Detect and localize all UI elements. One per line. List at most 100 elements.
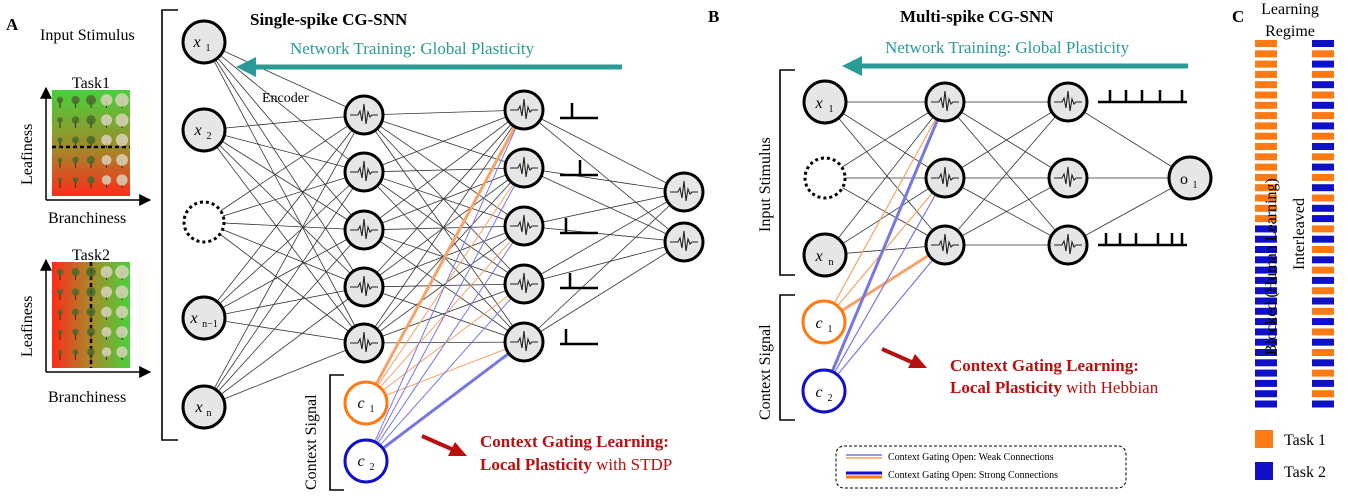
edge — [203, 229, 365, 319]
stimulus-leaf — [86, 95, 96, 105]
task-block-2 — [1255, 297, 1277, 305]
stimulus-leaf — [57, 309, 63, 315]
task-block-1 — [1312, 50, 1334, 58]
task2-y-label: Leafiness — [19, 296, 36, 357]
stimulus-leaf — [72, 349, 79, 355]
stimulus-leaf — [116, 154, 128, 166]
legend-task2-label: Task 2 — [1284, 464, 1326, 481]
gating-title-b: Context Gating Learning: — [950, 356, 1139, 375]
blocked-sequence — [1255, 40, 1277, 408]
stimulus-leaf — [101, 155, 112, 165]
stimulus-leaf — [115, 133, 129, 147]
stimulus-leaf — [115, 113, 129, 127]
edge — [363, 225, 525, 344]
task-block-1 — [1255, 91, 1277, 99]
edge — [523, 167, 685, 193]
edge — [203, 286, 365, 408]
context-edge-c2 — [822, 101, 947, 392]
edge — [523, 191, 685, 343]
edge — [203, 171, 365, 408]
stimulus-leaf — [71, 288, 80, 296]
stimulus-leaf — [101, 306, 112, 318]
stimulus-leaf — [101, 134, 112, 146]
context-node-c2-a: c 2 — [343, 438, 389, 484]
stimulus-leaf — [100, 94, 113, 106]
task-block-1 — [1312, 390, 1334, 398]
svg-text:2: 2 — [828, 393, 833, 404]
task-block-2 — [1255, 379, 1277, 387]
stimulus-leaf — [56, 268, 64, 276]
task-block-2 — [1255, 276, 1277, 284]
stimulus-leaf — [71, 267, 80, 277]
edge — [363, 283, 525, 288]
task-block-2 — [1312, 81, 1334, 89]
panel-a-letter: A — [6, 15, 19, 34]
gating-arrow-b — [881, 347, 917, 366]
stimulus-leaf — [116, 174, 128, 186]
hidden1-neuron — [924, 224, 966, 266]
context-bracket-a — [329, 374, 344, 491]
panel-a-neurons — [343, 89, 705, 364]
legend-task1-label: Task 1 — [1284, 432, 1326, 449]
task-block-2 — [1312, 256, 1334, 264]
input-node-xn-b: x n — [802, 232, 848, 278]
stimulus-leaf — [72, 156, 79, 164]
training-arrowhead-a — [236, 57, 256, 77]
stimulus-leaf — [100, 266, 113, 278]
panel-b-neurons — [924, 81, 1089, 266]
hidden1-neuron — [343, 94, 385, 136]
edge — [363, 114, 525, 169]
svg-text:x: x — [814, 248, 822, 265]
stimulus-leaf — [116, 346, 128, 358]
edge — [824, 101, 946, 179]
edge — [523, 109, 685, 243]
stimulus-leaf — [72, 177, 79, 183]
stimulus-leaf — [86, 135, 96, 145]
edge — [203, 221, 365, 344]
task-block-1 — [1312, 112, 1334, 120]
svg-text:2: 2 — [370, 462, 375, 473]
panel-a-title: Single-spike CG-SNN — [250, 10, 408, 29]
stimulus-leaf — [115, 93, 129, 107]
edge — [363, 283, 525, 344]
edge — [363, 109, 525, 173]
edge — [203, 317, 365, 344]
edge — [203, 114, 365, 223]
panel-a-spikes — [560, 103, 598, 346]
task-block-1 — [1312, 266, 1334, 274]
context-edge-c2 — [365, 340, 525, 463]
edge — [203, 114, 365, 131]
context-bracket-b — [779, 294, 795, 421]
stimulus-leaf — [101, 327, 112, 337]
task2-stimuli — [56, 265, 129, 360]
edge — [203, 286, 365, 319]
stimulus-leaf — [57, 157, 63, 163]
task-block-1 — [1255, 163, 1277, 171]
task-block-2 — [1312, 297, 1334, 305]
edge — [523, 225, 685, 243]
edge — [203, 114, 365, 408]
task-block-1 — [1255, 40, 1277, 47]
task-block-2 — [1255, 400, 1277, 408]
svg-text:c: c — [815, 315, 822, 332]
edge — [363, 225, 525, 231]
task-block-2 — [1312, 235, 1334, 243]
input-node-ellipsis-a — [182, 200, 226, 244]
stimulus-leaf — [72, 136, 79, 144]
stimulus-leaf — [71, 116, 80, 124]
input-stimulus-label-a: Input Stimulus — [40, 27, 135, 44]
edge — [824, 177, 946, 256]
task-block-1 — [1312, 132, 1334, 140]
hidden2-neuron — [1047, 157, 1089, 199]
task-block-1 — [1312, 246, 1334, 253]
edge — [203, 129, 365, 231]
hidden1-neuron — [924, 81, 966, 123]
edge — [944, 101, 1069, 179]
svg-text:c: c — [357, 395, 364, 412]
task1-stimuli — [56, 93, 129, 188]
task-block-2 — [1312, 318, 1334, 326]
task-block-1 — [1255, 122, 1277, 130]
stimulus-leaf — [86, 115, 96, 125]
hidden1-neuron — [343, 266, 385, 308]
task-block-2 — [1312, 40, 1334, 47]
